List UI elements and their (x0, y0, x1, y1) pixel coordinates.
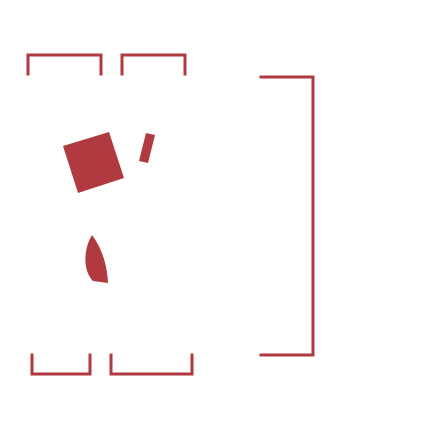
top-left-bracket-icon (26, 53, 103, 76)
rotated-square-icon (63, 132, 124, 193)
shapes-group (63, 132, 155, 283)
right-vertical-bracket-icon (259, 75, 315, 357)
slash-mark-icon (139, 133, 155, 163)
top-right-bracket-icon (120, 53, 187, 76)
bottom-right-bracket-icon (109, 353, 194, 376)
bottom-left-bracket-icon (30, 353, 92, 376)
leaf-shape-icon (85, 235, 108, 283)
bracket-frame-group (26, 53, 315, 376)
